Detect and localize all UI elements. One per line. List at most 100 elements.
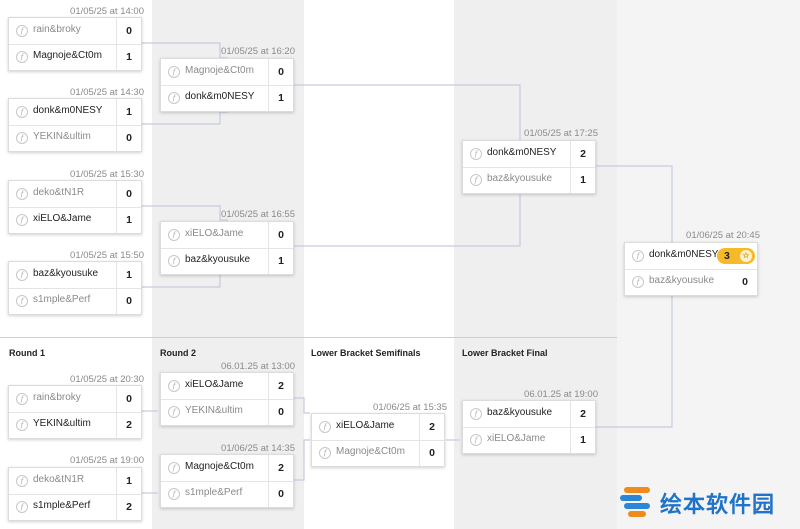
match-time: 01/05/25 at 14:30: [70, 87, 144, 98]
match-time: 06.01.25 at 19:00: [524, 389, 598, 400]
team-score: 1: [116, 207, 141, 233]
team-name: xiELO&Jame: [185, 379, 244, 390]
team-name: Magnoje&Ct0m: [33, 50, 102, 61]
round-label-1: Round 1: [9, 348, 45, 358]
team-name: rain&broky: [33, 392, 81, 403]
team-name: baz&kyousuke: [185, 254, 251, 265]
team-name: YEKIN&ultim: [33, 131, 91, 142]
match-time: 01/05/25 at 15:50: [70, 250, 144, 261]
match-time: 01/05/25 at 14:00: [70, 6, 144, 17]
team-score: 0: [116, 125, 141, 151]
team-name: baz&kyousuke: [487, 407, 553, 418]
match-time: 01/05/25 at 17:25: [524, 128, 598, 139]
team-logo-icon: f: [632, 276, 644, 288]
team-name: s1mple&Perf: [33, 294, 91, 305]
team-logo-icon: f: [168, 92, 180, 104]
team-row[interactable]: f s1mple&Perf 2: [9, 494, 141, 520]
team-score: 2: [268, 455, 293, 481]
team-name: baz&kyousuke: [487, 173, 553, 184]
team-score: 1: [116, 99, 141, 125]
team-name: xiELO&Jame: [336, 420, 395, 431]
team-logo-icon: f: [16, 501, 28, 513]
team-name: xiELO&Jame: [185, 228, 244, 239]
team-score: 1: [116, 44, 141, 70]
team-logo-icon: f: [319, 447, 331, 459]
team-name: xiELO&Jame: [487, 433, 546, 444]
match-time: 01/05/25 at 16:55: [221, 209, 295, 220]
team-logo-icon: f: [16, 269, 28, 281]
trophy-icon: ☆: [740, 250, 752, 262]
team-name: Magnoje&Ct0m: [336, 446, 405, 457]
team-score: 2: [116, 494, 141, 520]
team-logo-icon: f: [168, 462, 180, 474]
team-score: 0: [268, 59, 293, 85]
team-logo-icon: f: [470, 434, 482, 446]
match-time: 01/05/25 at 20:30: [70, 374, 144, 385]
team-score: 1: [570, 427, 595, 453]
match-time: 01/06/25 at 14:35: [221, 443, 295, 454]
round-label-lb-final: Lower Bracket Final: [462, 348, 548, 358]
team-score: 1: [116, 468, 141, 494]
team-score: 0: [268, 481, 293, 507]
round-label-lb-semifinals: Lower Bracket Semifinals: [311, 348, 421, 358]
team-logo-icon: f: [319, 421, 331, 433]
team-row[interactable]: f xiELO&Jame 1: [463, 427, 595, 453]
team-name: s1mple&Perf: [33, 500, 91, 511]
team-logo-icon: f: [168, 488, 180, 500]
team-logo-icon: f: [168, 255, 180, 267]
team-score: 0: [116, 181, 141, 207]
watermark-logo-icon: [620, 485, 652, 519]
team-name: donk&m0NESY: [487, 147, 557, 158]
team-score: 1: [570, 167, 595, 193]
team-name: donk&m0NESY: [185, 91, 255, 102]
team-score: 2: [116, 412, 141, 438]
team-name: xiELO&Jame: [33, 213, 92, 224]
match-time: 01/06/25 at 20:45: [686, 230, 760, 241]
team-logo-icon: f: [16, 188, 28, 200]
team-logo-icon: f: [16, 393, 28, 405]
watermark-text: 绘本软件园: [660, 493, 776, 518]
match-time: 01/05/25 at 15:30: [70, 169, 144, 180]
team-score: 0: [742, 276, 748, 288]
